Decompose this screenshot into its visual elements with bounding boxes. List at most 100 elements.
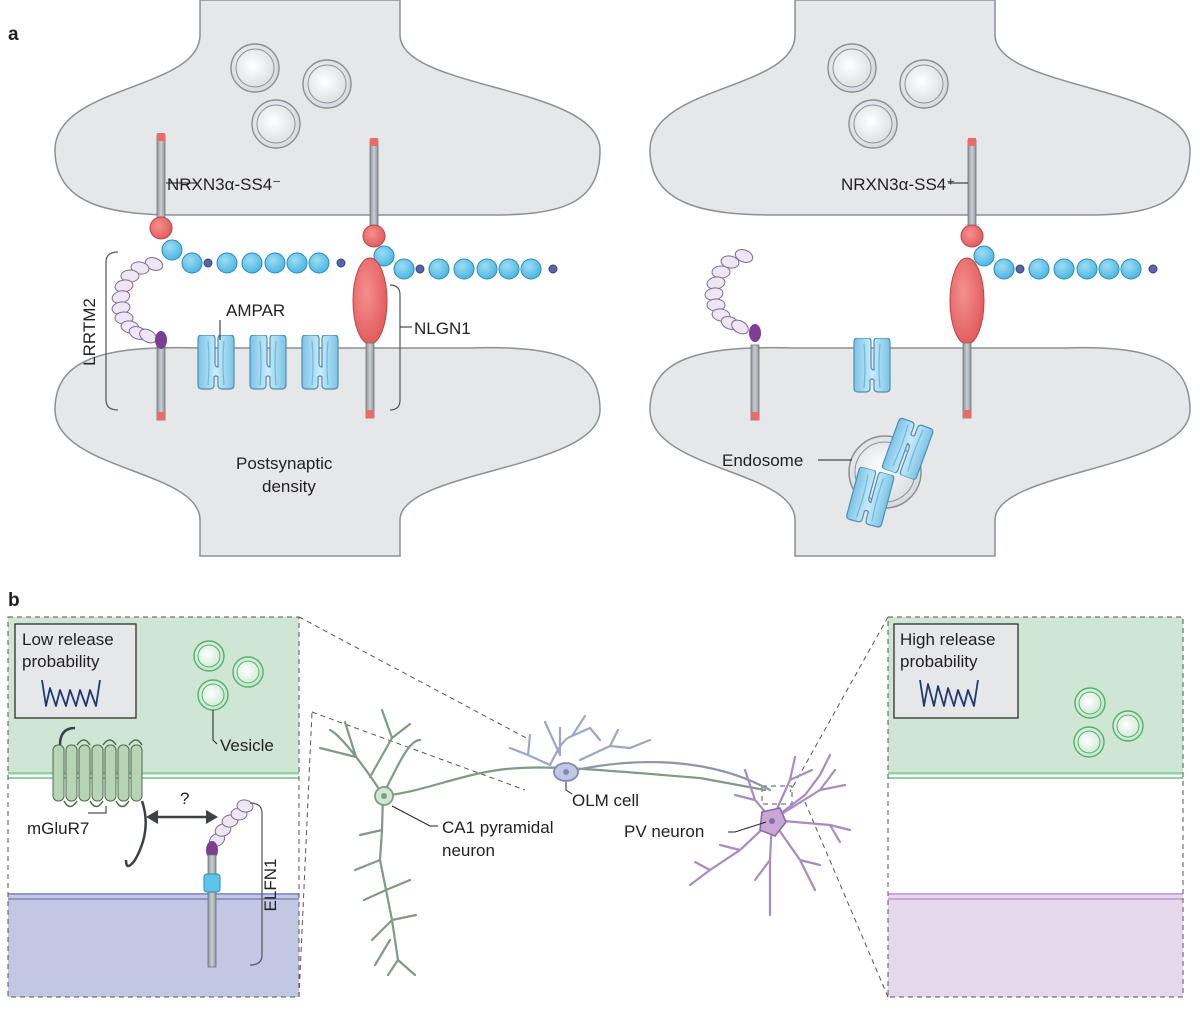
elfn1-stalk: [207, 854, 217, 968]
vesicle-label: Vesicle: [220, 736, 274, 755]
lns-domain: [1028, 258, 1050, 280]
low-release-line2: probability: [22, 652, 100, 671]
lrr-repeat: [236, 799, 254, 813]
lns-domain: [393, 258, 415, 280]
psd-label-line1: Postsynaptic: [236, 454, 333, 473]
lns-domain: [1076, 258, 1098, 280]
green-vesicles: [193, 640, 264, 711]
right-synapse: NRXN3α-SS4⁺ Endosome: [649, 0, 1191, 557]
elfn1-domain: [203, 873, 221, 893]
lns-domain: [498, 258, 520, 280]
lns-domain: [264, 252, 286, 274]
elfn1-bracket: [249, 802, 263, 966]
lrr-repeat: [711, 265, 731, 279]
ca1-label-line2: neuron: [442, 841, 495, 860]
high-release-line2: probability: [900, 652, 978, 671]
nlgn1-stalk: [962, 342, 972, 419]
egf-domain: [336, 258, 346, 268]
ca1-label-line1: CA1 pyramidal: [442, 818, 554, 837]
lrr-repeat: [720, 255, 740, 269]
lns-domain-chain-2: [373, 245, 558, 280]
lrrtm2-bracket: [105, 251, 119, 411]
lns-domain: [973, 245, 995, 267]
mglur7-receptor: [52, 726, 147, 868]
lns-domain: [1053, 258, 1075, 280]
left-synapse: NRXN3α-SS4⁻ LRRTM2 AMPAR NLGN1 Postsynap…: [54, 0, 601, 557]
lrr-repeat: [144, 257, 164, 271]
panel-b-label: b: [8, 590, 20, 611]
elfn1-protein: [208, 799, 254, 848]
synaptic-vesicle: [899, 59, 949, 109]
nrxn3-right-head: [362, 224, 386, 248]
nrxn3-ss4-minus-label: NRXN3α-SS4⁻: [167, 175, 281, 194]
lns-domain: [373, 245, 395, 267]
question-mark: ?: [180, 789, 189, 808]
synaptic-vesicle: [848, 99, 898, 149]
psd-label-line2: density: [262, 477, 316, 496]
high-release-label-box: [893, 623, 1019, 719]
nlgn1-stalk: [365, 342, 375, 419]
high-release-trace: [919, 679, 979, 707]
synaptic-vesicle: [251, 99, 301, 149]
lns-domain: [286, 252, 308, 274]
nlgn1-label: NLGN1: [414, 319, 471, 338]
synaptic-vesicle: [230, 43, 280, 93]
lns-domain: [476, 258, 498, 280]
nlgn1-protein: [352, 257, 388, 345]
nrxn3-stalk: [967, 139, 977, 231]
mglur7-label: mGluR7: [27, 819, 89, 838]
lns-domain-chain-3: [973, 245, 1158, 280]
lns-domain: [520, 258, 542, 280]
lns-domain: [453, 258, 475, 280]
lns-domain: [428, 258, 450, 280]
egf-domain: [548, 264, 558, 274]
egf-domain: [1015, 264, 1025, 274]
lns-domain: [241, 252, 263, 274]
lrrtm2-protein: [704, 249, 754, 335]
nrxn3-ss4-plus-label: NRXN3α-SS4⁺: [841, 175, 955, 194]
lns-domain: [1120, 258, 1142, 280]
pv-neuron-label: PV neuron: [624, 822, 704, 841]
low-release-trace: [41, 679, 101, 707]
high-release-synapse-box: High release probability: [887, 616, 1184, 998]
lns-domain: [216, 252, 238, 274]
nrxn3-left-head: [149, 216, 173, 240]
synaptic-vesicle: [302, 59, 352, 109]
lrrtm2-protein: [111, 257, 164, 344]
lrrtm2-stalk: [156, 344, 166, 421]
nrxn3-left-stalk: [156, 134, 166, 226]
lns-domain: [308, 252, 330, 274]
left-vesicles: [230, 43, 352, 149]
lrrtm2-anchor: [155, 331, 167, 349]
endosome-label: Endosome: [722, 451, 803, 470]
low-release-line1: Low release: [22, 630, 114, 649]
lrrtm2-anchor: [749, 324, 761, 342]
lrr-repeat: [734, 249, 754, 263]
nrxn3-right-stalk: [369, 139, 379, 231]
low-release-synapse-box: Low release probability Vesicle mGluR7: [7, 616, 300, 998]
ca1-pyramidal-neuron: [318, 708, 767, 977]
pv-neuron: [688, 753, 852, 917]
nrxn3-head: [960, 224, 984, 248]
lrrtm2-stalk: [750, 344, 760, 421]
high-release-line1: High release: [900, 630, 995, 649]
neuron-schematic: OLM cell CA1 pyramidal neuron PV neuron: [318, 708, 852, 977]
lns-domain: [161, 239, 183, 261]
lns-domain: [181, 252, 203, 274]
lns-domain: [993, 258, 1015, 280]
nlgn1-bracket: [389, 284, 401, 411]
left-postsynaptic-spine: [54, 346, 601, 557]
ampar-label: AMPAR: [226, 301, 285, 320]
synaptic-vesicle: [827, 43, 877, 93]
lns-domain-chain-1: [161, 239, 346, 274]
olm-cell: [508, 714, 772, 792]
egf-domain: [415, 264, 425, 274]
lrr-repeat: [731, 319, 749, 335]
nlgn1-protein: [949, 257, 985, 345]
lrrtm2-label: LRRTM2: [80, 298, 99, 366]
egf-domain: [203, 258, 213, 268]
lns-domain: [1098, 258, 1120, 280]
elfn1-label: ELFN1: [261, 859, 280, 912]
olm-cell-label: OLM cell: [572, 791, 639, 810]
